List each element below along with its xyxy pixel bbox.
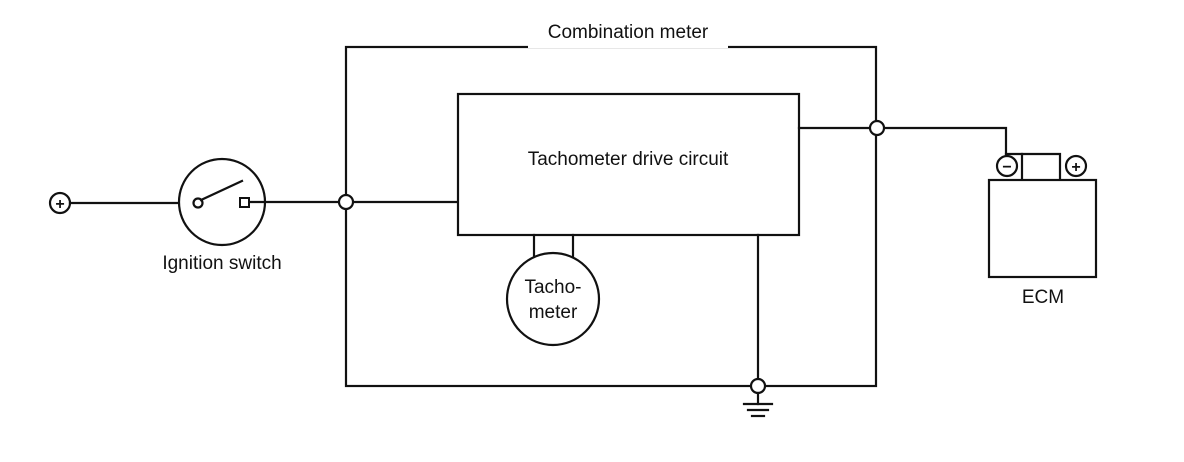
junction-ground (749, 377, 767, 395)
ecm-positive-terminal (1064, 154, 1088, 178)
title-mask (528, 22, 728, 48)
tachometer-label-line1: Tacho- (524, 277, 581, 298)
drive-circuit-label: Tachometer drive circuit (528, 149, 729, 170)
ecm-positive-symbol: + (1071, 159, 1080, 176)
ecm-negative-symbol: − (1002, 159, 1011, 176)
ecm-negative-terminal (995, 154, 1019, 178)
combination-meter-label: Combination meter (548, 22, 709, 43)
junction-output (868, 119, 886, 137)
ecm-label: ECM (1022, 287, 1064, 308)
ecm: − + (987, 152, 1098, 279)
ignition-switch (177, 157, 267, 247)
tachometer-drive-circuit (456, 92, 801, 237)
battery-positive-symbol: + (55, 196, 64, 213)
wire-junction-to-ecm (882, 126, 1008, 156)
junction-input (337, 193, 355, 211)
ground-icon (742, 391, 774, 418)
tachometer-label-line2: meter (529, 302, 578, 323)
ecm-connector-notch (1020, 152, 1062, 182)
switch-contact-right (239, 197, 250, 208)
ignition-switch-label: Ignition switch (162, 253, 281, 274)
ecm-box (987, 178, 1098, 279)
switch-blade (199, 179, 244, 202)
tachometer (505, 251, 601, 347)
